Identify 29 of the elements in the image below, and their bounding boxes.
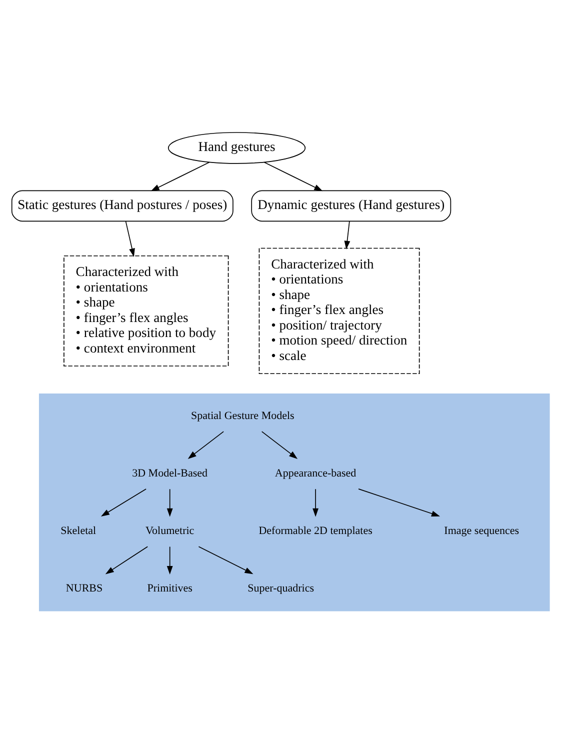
node-box: Characterized with • orientations • shape • finger’s flex angles • position/ trajectory • motion speed/ direction • scale: [258, 247, 420, 374]
arrow: [358, 488, 440, 516]
node-text: 3D Model-Based: [132, 466, 208, 479]
node-text: Appearance-based: [274, 466, 356, 479]
node-text: NURBS: [66, 582, 103, 594]
cluster: [38, 393, 550, 611]
arrow: [188, 430, 224, 458]
node-text: Super-quadrics: [248, 582, 314, 594]
node-text: Volumetric: [146, 524, 194, 537]
node-box: Characterized with • orientations • shape • finger’s flex angles • relative position to body • context environment: [64, 254, 229, 366]
arrow: [125, 220, 135, 256]
arrow: [261, 430, 298, 458]
arrow: [150, 161, 210, 191]
arrow: [312, 488, 319, 516]
arrow: [166, 546, 173, 574]
node-text: Image sequences: [444, 524, 520, 537]
node-ellipse: Hand gestures: [168, 132, 306, 164]
arrow: [198, 546, 254, 574]
arrow: [264, 161, 323, 191]
node-text: Spatial Gesture Models: [191, 409, 294, 422]
node-box: Static gestures (Hand postures / poses): [11, 190, 234, 222]
arrow: [105, 546, 148, 574]
node-text: Skeletal: [60, 524, 96, 537]
node-box: Dynamic gestures (Hand gestures): [251, 190, 452, 222]
node-text: Primitives: [147, 582, 192, 594]
arrow: [166, 488, 173, 516]
node-text: Deformable 2D templates: [258, 524, 372, 537]
arrow: [100, 488, 146, 516]
arrow: [344, 220, 350, 249]
